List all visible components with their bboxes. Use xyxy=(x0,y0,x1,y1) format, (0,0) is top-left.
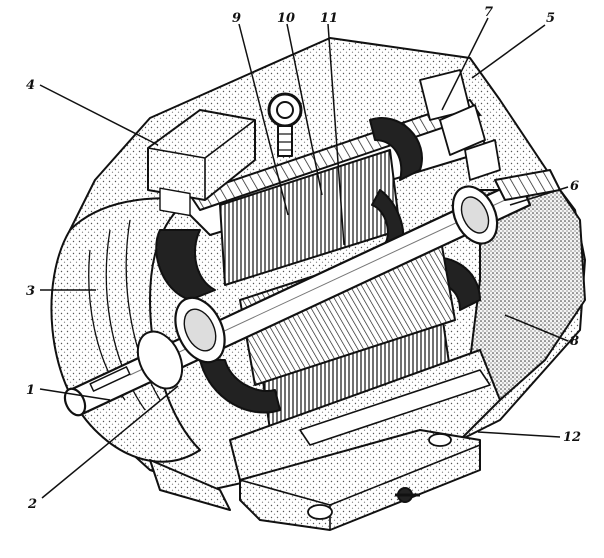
callout-9: 9 xyxy=(232,11,241,26)
callout-1: 1 xyxy=(26,383,35,398)
callout-7: 7 xyxy=(484,5,493,20)
cooling-fan xyxy=(419,69,501,181)
callout-8: 8 xyxy=(570,334,579,349)
lifting-eye-bolt xyxy=(267,92,303,157)
callout-5: 5 xyxy=(546,11,555,26)
leader-lines xyxy=(39,17,569,499)
rear-bearing xyxy=(451,185,499,245)
mounting-foot xyxy=(239,429,481,531)
callout-11: 11 xyxy=(320,11,338,26)
ground-bolt xyxy=(395,487,420,503)
terminal-box xyxy=(147,109,256,217)
front-bearing xyxy=(174,296,226,364)
motor-shaft xyxy=(63,178,532,417)
leader-1 xyxy=(39,388,111,401)
callout-3: 3 xyxy=(26,284,35,299)
callout-labels: 1 2 3 4 5 6 7 8 9 10 11 12 xyxy=(26,5,581,512)
mounting-foot-left xyxy=(149,459,231,511)
leader-4 xyxy=(39,84,159,146)
leader-2 xyxy=(41,385,179,499)
callout-6: 6 xyxy=(570,179,579,194)
callout-10: 10 xyxy=(277,11,295,26)
leader-5 xyxy=(471,24,546,79)
leader-7 xyxy=(441,17,489,111)
motor-illustration xyxy=(50,37,586,531)
callout-4: 4 xyxy=(26,78,35,93)
callout-2: 2 xyxy=(27,497,37,512)
bearing-cap xyxy=(136,330,184,390)
leader-8 xyxy=(504,314,569,342)
callout-12: 12 xyxy=(563,430,581,445)
leader-12 xyxy=(477,431,561,438)
leader-9 xyxy=(238,23,289,216)
leader-10 xyxy=(286,23,323,196)
rear-housing xyxy=(469,189,586,401)
housing-lower-slot xyxy=(299,369,491,446)
leader-6 xyxy=(509,186,569,206)
leader-11 xyxy=(327,23,345,246)
